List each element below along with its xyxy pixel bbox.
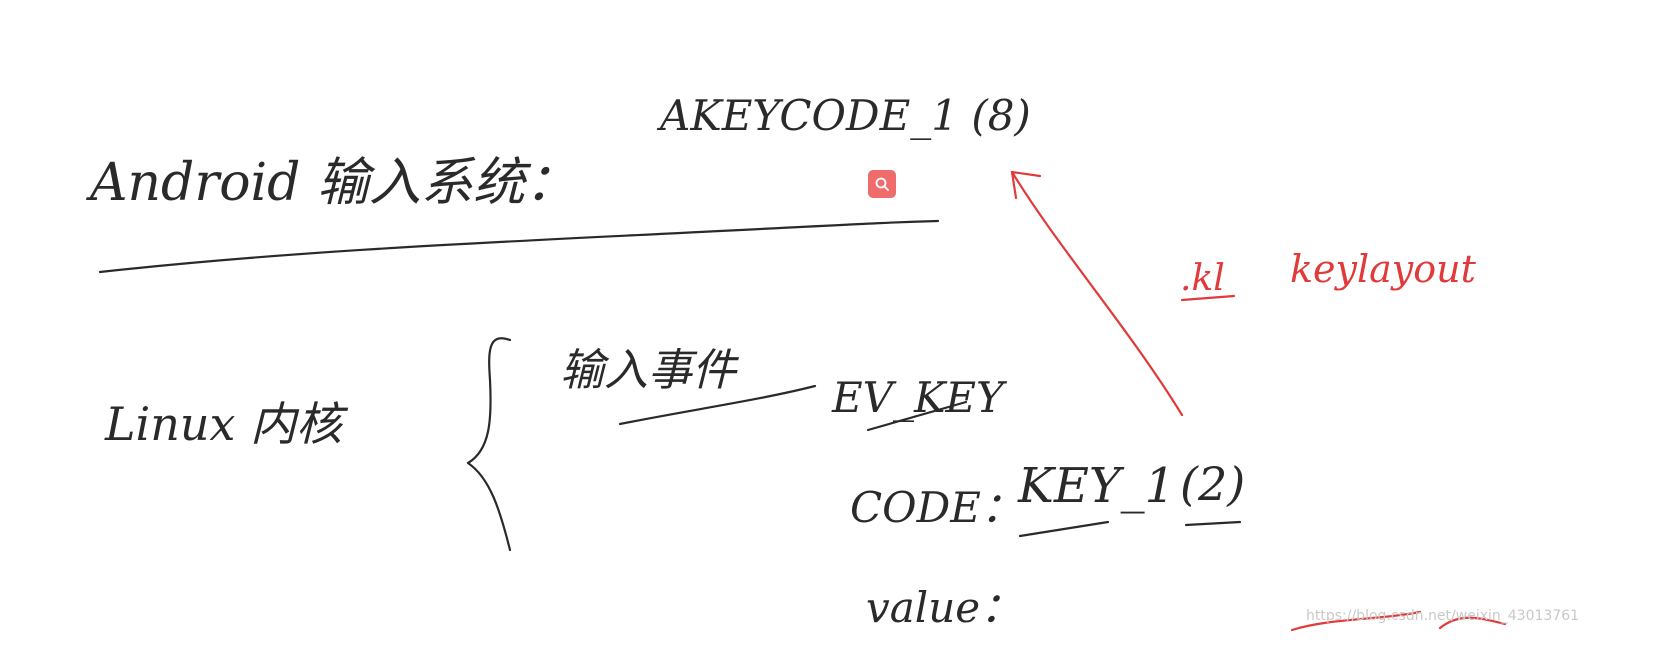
input-event-underline xyxy=(618,384,817,426)
code-label: CODE： xyxy=(850,483,1023,532)
code-key-underline xyxy=(1018,520,1110,538)
curly-brace xyxy=(466,337,512,552)
red-scribble xyxy=(1290,610,1507,632)
ev-key-label: EV_KEY xyxy=(831,373,1008,422)
code-num-underline xyxy=(1184,520,1242,527)
input-event-label: 输入事件 xyxy=(560,345,739,396)
search-button[interactable] xyxy=(868,170,896,198)
value-label: value： xyxy=(866,583,1022,632)
kl-ext: .kl xyxy=(1180,258,1225,299)
ev-key-underline xyxy=(866,400,968,432)
mapping-arrow xyxy=(1010,170,1184,417)
kl-underline xyxy=(1180,294,1236,302)
watermark-url: https://blog.csdn.net/weixin_43013761 xyxy=(1306,608,1580,624)
code-key: KEY_1 xyxy=(1017,458,1175,514)
search-icon xyxy=(875,177,889,191)
arrow-head xyxy=(1010,170,1042,200)
code-num: (2) xyxy=(1180,457,1245,511)
linux-label: Linux 内核 xyxy=(104,397,349,451)
divider-line xyxy=(98,219,940,274)
android-keycode: AKEYCODE_1 (8) xyxy=(656,91,1031,140)
android-label: Android 输入系统： xyxy=(86,153,577,213)
kl-name: keylayout xyxy=(1290,247,1477,291)
